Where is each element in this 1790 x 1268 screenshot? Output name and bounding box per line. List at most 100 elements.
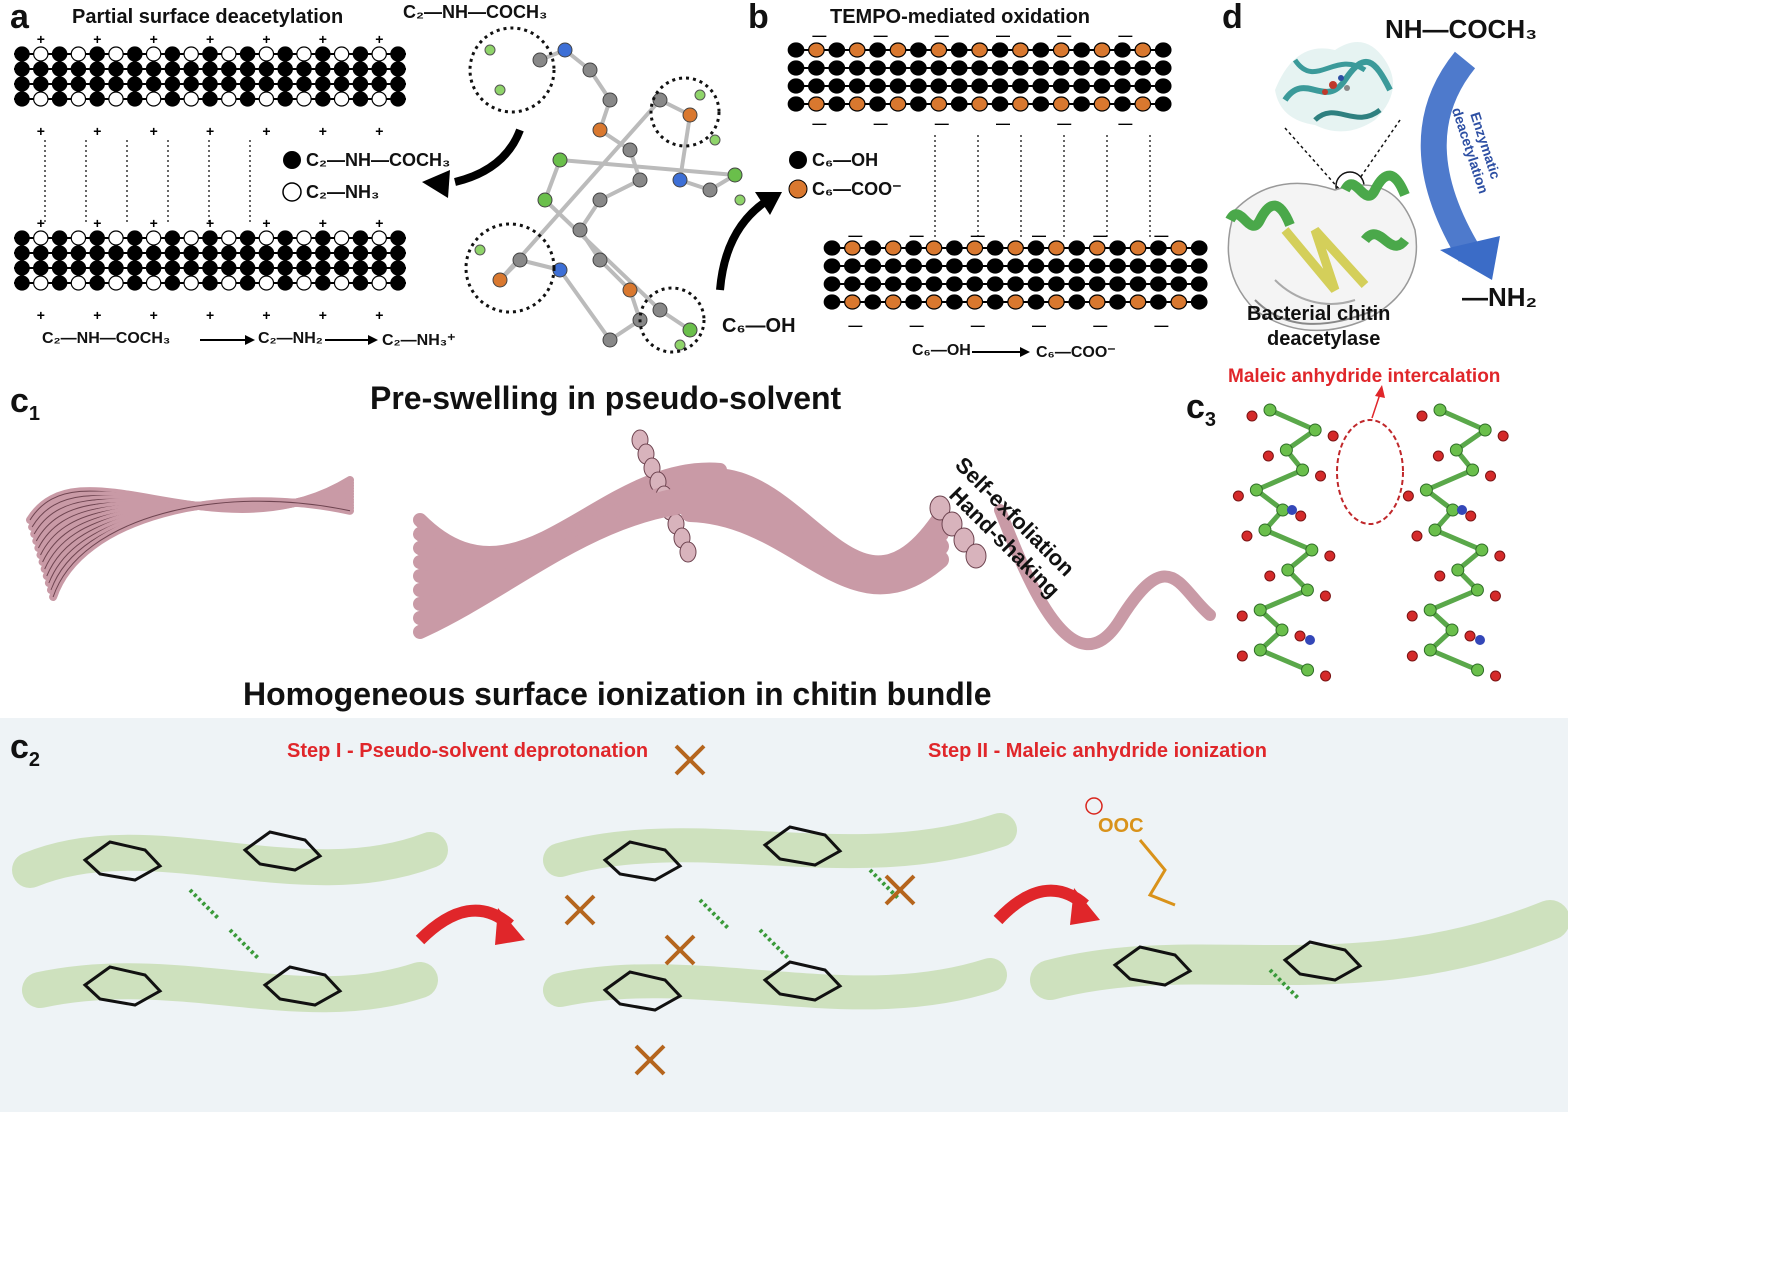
chain-unit bbox=[1114, 78, 1131, 94]
chain-unit bbox=[844, 276, 861, 292]
charge-sign: + bbox=[93, 31, 101, 47]
chain-unit bbox=[390, 230, 406, 246]
charge-sign: + bbox=[319, 215, 327, 231]
atom bbox=[702, 182, 718, 198]
chain-unit bbox=[221, 275, 237, 291]
carbon-atom bbox=[1478, 423, 1492, 437]
intercalation-highlight bbox=[1336, 419, 1404, 525]
chain-unit bbox=[787, 96, 805, 112]
panel-d-bottom-group: —NH₂ bbox=[1462, 282, 1538, 312]
chain-unit bbox=[864, 294, 882, 310]
chain-unit bbox=[221, 245, 237, 261]
charge-sign: + bbox=[150, 307, 158, 323]
middle-title: Homogeneous surface ionization in chitin… bbox=[243, 676, 992, 712]
panel-c1-letter-sub: 1 bbox=[28, 403, 41, 425]
chain-unit bbox=[258, 76, 275, 92]
chain-unit bbox=[950, 96, 968, 112]
chain-unit bbox=[258, 61, 275, 77]
charge-sign: + bbox=[319, 31, 327, 47]
chain-unit bbox=[371, 245, 387, 261]
chain-unit bbox=[333, 46, 350, 62]
chain-unit bbox=[971, 78, 988, 94]
maleic-label: OOC bbox=[1098, 815, 1144, 837]
charge-sign: + bbox=[375, 307, 383, 323]
chain-unit bbox=[390, 260, 406, 276]
fiber-end bbox=[965, 543, 987, 569]
carbon-atom bbox=[1423, 603, 1437, 617]
maleic-chitin-molecule bbox=[1232, 403, 1509, 682]
charge-sign: + bbox=[206, 31, 214, 47]
charge-sign: + bbox=[37, 215, 45, 231]
chain-unit bbox=[1052, 60, 1070, 76]
chain-unit bbox=[108, 76, 124, 92]
chain-unit bbox=[277, 91, 293, 107]
chain-unit bbox=[127, 46, 143, 62]
chain-unit bbox=[164, 76, 181, 92]
bond bbox=[1438, 407, 1487, 433]
chain-unit bbox=[966, 294, 984, 310]
chain-unit bbox=[1073, 96, 1090, 112]
chain-unit bbox=[1007, 276, 1024, 292]
charge-sign: + bbox=[319, 123, 327, 139]
chain-unit bbox=[884, 276, 902, 292]
chain-unit bbox=[296, 46, 312, 62]
carbon-atom bbox=[1263, 403, 1277, 417]
arrow-to-panel-a bbox=[454, 128, 524, 186]
atom bbox=[682, 322, 698, 338]
enzymatic-arrow bbox=[1420, 51, 1482, 262]
chain-unit bbox=[14, 61, 30, 77]
chain-unit bbox=[108, 245, 124, 261]
chain-unit bbox=[930, 96, 948, 112]
chain-unit bbox=[869, 78, 886, 94]
chain-unit bbox=[333, 76, 350, 92]
chain-unit bbox=[296, 91, 312, 107]
charge-sign: + bbox=[37, 31, 45, 47]
chain-unit bbox=[51, 46, 68, 62]
charge-sign: — bbox=[1093, 317, 1107, 333]
chain-unit bbox=[333, 245, 350, 261]
chain-unit bbox=[1170, 276, 1188, 292]
carbon-atom bbox=[1276, 503, 1290, 517]
oxygen-atom bbox=[1232, 490, 1244, 502]
chain-unit bbox=[864, 276, 882, 292]
chain-unit bbox=[183, 61, 199, 77]
chain-unit bbox=[239, 91, 256, 107]
chain-unit bbox=[889, 60, 907, 76]
protein-structure-inset bbox=[1275, 42, 1393, 132]
charge-sign: — bbox=[1154, 227, 1168, 243]
charge-sign: — bbox=[996, 27, 1010, 43]
chain-unit bbox=[1093, 42, 1111, 58]
chain-unit bbox=[33, 76, 49, 92]
charge-sign: + bbox=[206, 215, 214, 231]
chain-unit bbox=[145, 275, 162, 291]
chain-unit bbox=[51, 91, 68, 107]
chain-unit bbox=[315, 275, 331, 291]
chain-unit bbox=[70, 260, 87, 276]
hydrogen-atom bbox=[474, 244, 486, 256]
chain-unit bbox=[925, 240, 943, 256]
charge-sign: + bbox=[37, 307, 45, 323]
oxygen-atom bbox=[1494, 550, 1506, 562]
chain-unit bbox=[277, 260, 293, 276]
oxygen-atom bbox=[1324, 550, 1336, 562]
chain-unit bbox=[1088, 240, 1106, 256]
oxygen-atom bbox=[1319, 590, 1331, 602]
nitrogen-atom bbox=[1457, 505, 1467, 515]
charge-sign: — bbox=[1118, 27, 1132, 43]
chain-unit bbox=[70, 245, 87, 261]
chain-unit bbox=[277, 230, 293, 246]
carbon-atom bbox=[1445, 623, 1459, 637]
oxygen-atom bbox=[1406, 610, 1418, 622]
chain-unit bbox=[1134, 60, 1152, 76]
charge-sign: — bbox=[812, 115, 826, 131]
chain-unit bbox=[889, 42, 907, 58]
chain-unit bbox=[910, 60, 927, 76]
chain-unit bbox=[221, 91, 237, 107]
chain-unit bbox=[1068, 276, 1086, 292]
fiber-strand bbox=[413, 496, 727, 639]
chain-unit bbox=[864, 240, 882, 256]
chain-unit bbox=[844, 258, 861, 274]
chain-unit bbox=[51, 76, 68, 92]
oxygen-atom bbox=[1295, 510, 1307, 522]
atom bbox=[652, 302, 668, 318]
